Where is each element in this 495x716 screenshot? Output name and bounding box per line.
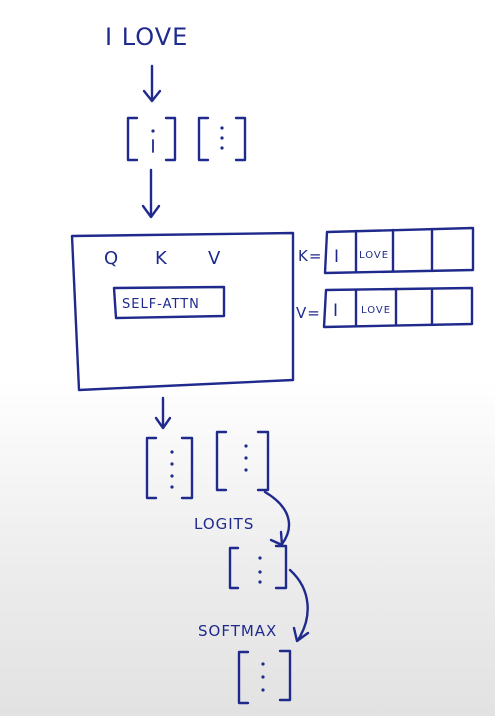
k-cache-cell-2: LOVE: [359, 250, 389, 261]
k-cache-label: K=: [298, 247, 322, 265]
arrow-embeddings-to-attention: [141, 168, 161, 219]
q-label: Q: [104, 248, 119, 269]
v-cache-label: V=: [296, 304, 321, 322]
arrow-input-to-embeddings: [142, 64, 162, 103]
v-cache-cell-1: I: [333, 301, 339, 321]
input-text: I LOVE: [105, 23, 188, 51]
logits-vector: [228, 544, 288, 590]
arrow-to-logits: [263, 490, 291, 547]
v-label: V: [208, 248, 221, 269]
embedding-vector-2: [197, 116, 247, 162]
probability-vector: [237, 649, 292, 705]
arrow-to-probabilities: [288, 568, 310, 643]
self-attn-box: SELF-ATTN: [112, 285, 226, 320]
output-vector-1: [145, 436, 194, 500]
k-cache: K= I LOVE: [298, 226, 475, 275]
self-attn-label: SELF-ATTN: [122, 297, 200, 312]
arrow-attention-to-outputs: [154, 396, 172, 430]
k-cache-cell-1: I: [334, 247, 340, 267]
v-cache: V= I LOVE: [296, 286, 474, 329]
k-label: K: [155, 248, 168, 269]
logits-label: LOGITS: [194, 515, 254, 533]
softmax-label: SOFTMAX: [198, 622, 277, 640]
output-vector-2: [215, 430, 270, 492]
attention-block: Q K V SELF-ATTN: [70, 231, 295, 392]
v-cache-cell-2: LOVE: [361, 305, 391, 316]
embedding-vector-1: [126, 116, 177, 162]
